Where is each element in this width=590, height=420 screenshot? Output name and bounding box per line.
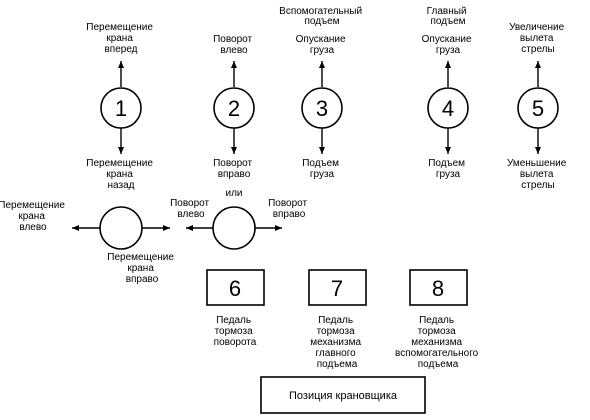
pedal-7-label: Педаль тормоза механизма главного подъем… [310,315,364,370]
lever-4-number: 4 [442,96,454,121]
pedal-7: 7 Педаль тормоза механизма главного подъ… [308,269,367,370]
lever-1-top-label: Перемещение крана вперед [86,22,155,55]
pedal-8-label: Педаль тормоза механизма вспомогательног… [395,315,481,370]
lever-5-bottom-label: Уменьшение вылета стрелы [507,158,569,191]
pedal-6-number: 6 [229,276,241,301]
alt-lever-slewing-left-label: Поворот влево [170,198,212,220]
lever-4-top-label: Опускание груза [422,34,475,56]
alt-lever-travel-circle [99,206,143,250]
pedal-6-label: Педаль тормоза поворота [214,315,257,348]
alt-lever-slewing-circle [212,206,256,250]
lever-3-bottom-label: Подъем груза [302,158,342,180]
operator-position-box [260,376,426,414]
pedal-7-number: 7 [331,276,343,301]
pedal-7-box [308,269,367,306]
lever-4-circle [427,87,469,129]
lever-2-top-label: Поворот влево [213,34,255,56]
lever-5: 5 Увеличение вылета стрелы Уменьшение вы… [507,22,569,191]
lever-2-circle [213,87,255,129]
lever-1-number: 1 [115,96,127,121]
lever-4-bottom-label: Подъем груза [428,158,468,180]
lever-2-bottom-label: Поворот вправо [213,158,255,180]
alt-lever-slewing-right-label: Поворот вправо [268,198,310,220]
lever-2-number: 2 [228,96,240,121]
alt-lever-travel-left-label: Перемещение крана влево [0,200,68,233]
lever-5-circle [517,87,559,129]
lever-1: 1 Перемещение крана вперед Перемещение к… [86,22,155,191]
lever-1-circle [100,87,142,129]
alt-lever-travel-right-label: Перемещение крана вправо [107,252,176,285]
or-label: или [225,188,242,199]
alt-lever-slewing: Поворот влево Поворот вправо [170,198,310,250]
pedal-6-box [206,269,265,306]
pedal-8: 8 Педаль тормоза механизма вспомогательн… [395,269,481,370]
alt-lever-travel: Перемещение крана влево Перемещение кран… [0,200,176,285]
pedal-8-number: 8 [432,276,444,301]
pedal-8-box [409,269,468,306]
lever-3-section-label: Вспомогательный подъем [279,6,365,27]
lever-4: 4 Главный подъем Опускание груза Подъем … [422,6,475,180]
pedal-6: 6 Педаль тормоза поворота [206,269,265,348]
lever-1-bottom-label: Перемещение крана назад [86,158,155,191]
lever-3: 3 Вспомогательный подъем Опускание груза… [279,6,365,180]
lever-3-circle [301,87,343,129]
lever-3-top-label: Опускание груза [296,34,349,56]
lever-2: 2 Поворот влево Поворот вправо [213,34,255,180]
operator-position: Позиция крановщика [260,376,426,414]
lever-5-top-label: Увеличение вылета стрелы [509,22,567,55]
lever-4-section-label: Главный подъем [427,6,470,27]
operator-position-label: Позиция крановщика [289,390,398,402]
lever-5-number: 5 [532,96,544,121]
lever-3-number: 3 [316,96,328,121]
